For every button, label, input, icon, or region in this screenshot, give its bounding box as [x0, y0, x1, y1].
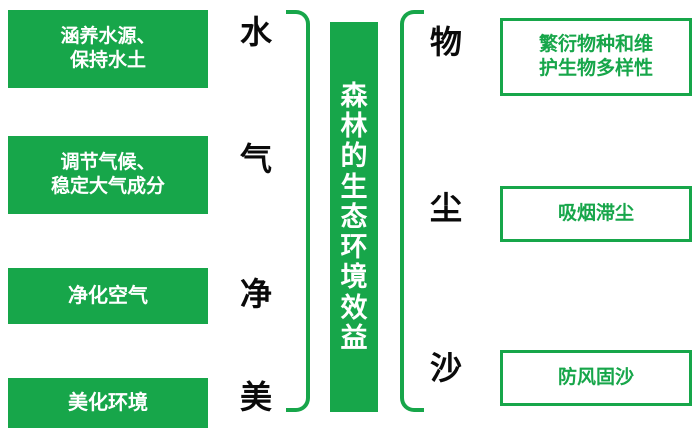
right-box-3-line-1: 防风固沙	[557, 367, 634, 389]
left-bracket	[286, 10, 310, 412]
left-box-1-line-1: 涵养水源、	[60, 26, 156, 48]
right-char-2: 尘	[429, 190, 462, 226]
left-box-1-line-2: 保持水土	[69, 50, 146, 71]
center-char-2: 林	[340, 111, 368, 142]
right-box-1: 繁衍物种和维 护生物多样性	[500, 18, 692, 96]
center-char-9: 益	[340, 322, 368, 353]
center-char-6: 环	[340, 232, 368, 263]
left-char-1: 水	[239, 14, 272, 50]
right-bracket	[400, 10, 424, 412]
left-char-4: 美	[239, 379, 272, 415]
center-char-1: 森	[340, 80, 368, 111]
right-box-1-line-1: 繁衍物种和维	[538, 34, 653, 56]
right-box-2-line-1: 吸烟滞尘	[557, 203, 634, 225]
left-box-2: 调节气候、 稳定大气成分	[8, 136, 208, 214]
left-box-3: 净化空气	[8, 268, 208, 324]
left-box-1: 涵养水源、 保持水土	[8, 10, 208, 88]
left-box-4: 美化环境	[8, 378, 208, 428]
left-box-3-line-1: 净化空气	[68, 284, 148, 307]
center-label: 森 林 的 生 态 环 境 效 益	[330, 22, 378, 412]
left-box-4-line-1: 美化环境	[68, 391, 148, 414]
center-char-5: 态	[340, 201, 368, 232]
right-box-2: 吸烟滞尘	[500, 186, 692, 242]
left-char-2: 气	[239, 141, 272, 177]
right-box-3: 防风固沙	[500, 350, 692, 406]
left-char-3: 净	[239, 276, 272, 312]
center-char-8: 效	[340, 292, 368, 323]
center-char-3: 的	[340, 141, 368, 172]
right-box-1-line-2: 护生物多样性	[538, 58, 653, 79]
right-char-3: 沙	[429, 350, 462, 386]
center-char-7: 境	[340, 262, 368, 293]
right-char-1: 物	[429, 24, 462, 60]
left-box-2-line-2: 稳定大气成分	[50, 176, 165, 197]
center-char-4: 生	[340, 171, 368, 202]
left-box-2-line-1: 调节气候、	[60, 152, 156, 174]
